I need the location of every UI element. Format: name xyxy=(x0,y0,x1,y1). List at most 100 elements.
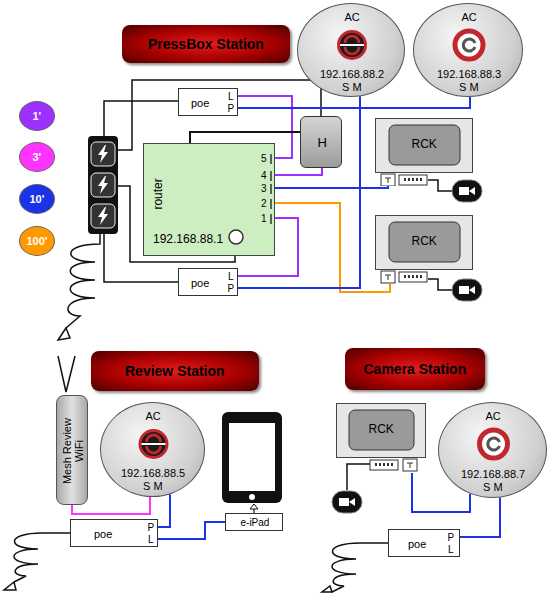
router-box-art xyxy=(270,184,272,194)
rack-unit-art xyxy=(416,275,418,278)
poe-cord-coil xyxy=(14,533,70,582)
rack-unit-art xyxy=(375,215,473,284)
access-point-art xyxy=(340,33,364,57)
camera-icon xyxy=(332,491,362,513)
power-cord-coil xyxy=(66,234,100,328)
power-strip xyxy=(91,204,115,228)
node-label: RCK xyxy=(412,138,437,152)
rack-unit-art xyxy=(391,463,393,466)
rack-unit-art xyxy=(376,216,473,270)
node-label: P xyxy=(228,283,235,295)
station-title: Review Station xyxy=(125,363,225,379)
camera-cables xyxy=(428,279,455,290)
camera-icon xyxy=(339,498,349,506)
access-point: AC192.168.88.3S M xyxy=(413,3,523,97)
network-cable xyxy=(158,494,170,527)
rack-unit-art xyxy=(408,275,410,278)
ipad-adapter: e-iPad xyxy=(225,513,283,531)
node-label: poe xyxy=(191,97,209,110)
rack-unit-art xyxy=(387,463,389,466)
camera-icon xyxy=(459,187,469,195)
station-banner: Camera Station xyxy=(345,348,485,390)
camera-icon xyxy=(469,286,475,294)
hub-box: H xyxy=(300,116,342,168)
rack-unit-art xyxy=(403,459,417,471)
power-strip xyxy=(91,173,115,197)
rack-unit-art xyxy=(379,463,381,466)
camera-icon xyxy=(452,180,482,202)
camera-cables xyxy=(428,180,455,191)
power-strip xyxy=(88,136,118,234)
access-point-art xyxy=(488,438,500,450)
rack-unit-art xyxy=(399,272,427,282)
network-cable xyxy=(190,132,300,143)
legend-label: 10' xyxy=(30,193,45,206)
access-point: AC192.168.88.5S M xyxy=(100,402,205,497)
node-label: S M xyxy=(459,81,479,94)
rack-unit: RCK xyxy=(336,403,426,473)
router-box-art xyxy=(270,199,272,209)
legend-label: 3' xyxy=(33,151,42,164)
network-cable xyxy=(158,522,225,539)
power-strip xyxy=(91,142,115,166)
node-label: 192.168.88.2 xyxy=(320,68,384,81)
router-box: router192.168.88.154321 xyxy=(143,143,275,256)
rack-unit-art xyxy=(337,404,426,458)
rack-unit: RCK xyxy=(375,215,473,284)
node-label: AC xyxy=(486,410,501,423)
station-banner: PressBox Station xyxy=(122,25,290,63)
node-label: H xyxy=(318,136,327,151)
node-label: 192.168.88.5 xyxy=(121,467,185,480)
legend-label: 1' xyxy=(33,110,42,123)
network-cable xyxy=(275,186,388,188)
network-cable xyxy=(460,498,500,537)
node-label: 192.168.88.1 xyxy=(153,233,223,247)
access-point: AC192.168.88.7S M xyxy=(438,402,547,498)
node-label: P xyxy=(448,532,455,544)
port-number: 4 xyxy=(261,170,267,182)
station-title: Camera Station xyxy=(364,361,467,377)
rack-unit-art xyxy=(412,275,414,278)
power-wires xyxy=(104,80,321,282)
poe-injector: poePL xyxy=(70,519,158,547)
router-box-art xyxy=(270,171,272,181)
legend-swatch: 3' xyxy=(19,142,55,172)
ipad xyxy=(229,423,275,491)
rack-unit: RCK xyxy=(375,118,473,186)
node-label: poe xyxy=(94,528,112,541)
access-point-art xyxy=(463,39,475,51)
router-box-art xyxy=(270,214,272,224)
rack-unit-art xyxy=(412,178,414,181)
mesh-wifi-unit: Mesh Review WiFi xyxy=(56,395,88,505)
power-wires xyxy=(118,80,321,150)
rack-unit-art xyxy=(349,410,414,450)
access-point-art xyxy=(340,44,364,46)
port-number: 2 xyxy=(261,198,267,210)
node-label: L xyxy=(148,534,154,546)
camera-cables xyxy=(347,464,370,490)
legend-label: 100' xyxy=(27,235,48,248)
rack-unit-art xyxy=(389,222,460,262)
ipad xyxy=(222,412,282,503)
poe-injector: poePL xyxy=(388,529,460,557)
node-label: S M xyxy=(483,481,503,494)
power-strip xyxy=(91,204,115,228)
poe-cord-coil xyxy=(4,533,70,590)
camera-icon xyxy=(452,279,482,301)
port-number: 5 xyxy=(261,153,267,165)
poe-cord-coil xyxy=(322,543,388,592)
station-banner: Review Station xyxy=(91,351,259,391)
node-label: RCK xyxy=(412,235,437,249)
legend-swatch: 100' xyxy=(19,226,55,256)
rack-unit-art xyxy=(408,178,410,181)
router-box-art xyxy=(229,230,243,244)
node-label: AC xyxy=(462,11,477,24)
power-strip xyxy=(98,207,108,225)
node-label: Mesh Review WiFi xyxy=(61,416,85,486)
power-strip xyxy=(98,176,108,194)
node-label: poe xyxy=(191,277,209,290)
rack-unit-art xyxy=(389,125,460,165)
node-label: L xyxy=(228,271,234,283)
rack-unit-art xyxy=(416,178,418,181)
